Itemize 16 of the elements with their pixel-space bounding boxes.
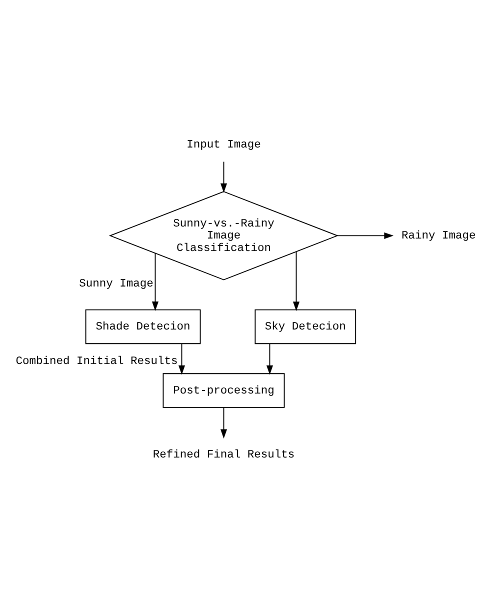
edge-label: Combined Initial Results (16, 355, 178, 368)
arrow (152, 252, 159, 310)
node-diamond: Sunny-vs.-Rainy Image Classification (108, 190, 339, 280)
arrow (292, 250, 300, 311)
node-box: Shade Detecion (85, 308, 201, 344)
node-text: Refined Final Results (152, 448, 295, 461)
arrow (220, 406, 228, 438)
arrow (220, 160, 228, 192)
arrow (178, 342, 186, 374)
arrow (266, 342, 274, 374)
node-text: Input Image (186, 139, 261, 152)
node-text: Rainy Image (402, 230, 476, 242)
node-box: Post-processing (162, 372, 285, 408)
node-box: Sky Detecion (254, 308, 356, 344)
arrow (337, 232, 394, 238)
edge-label: Sunny Image (79, 278, 154, 290)
